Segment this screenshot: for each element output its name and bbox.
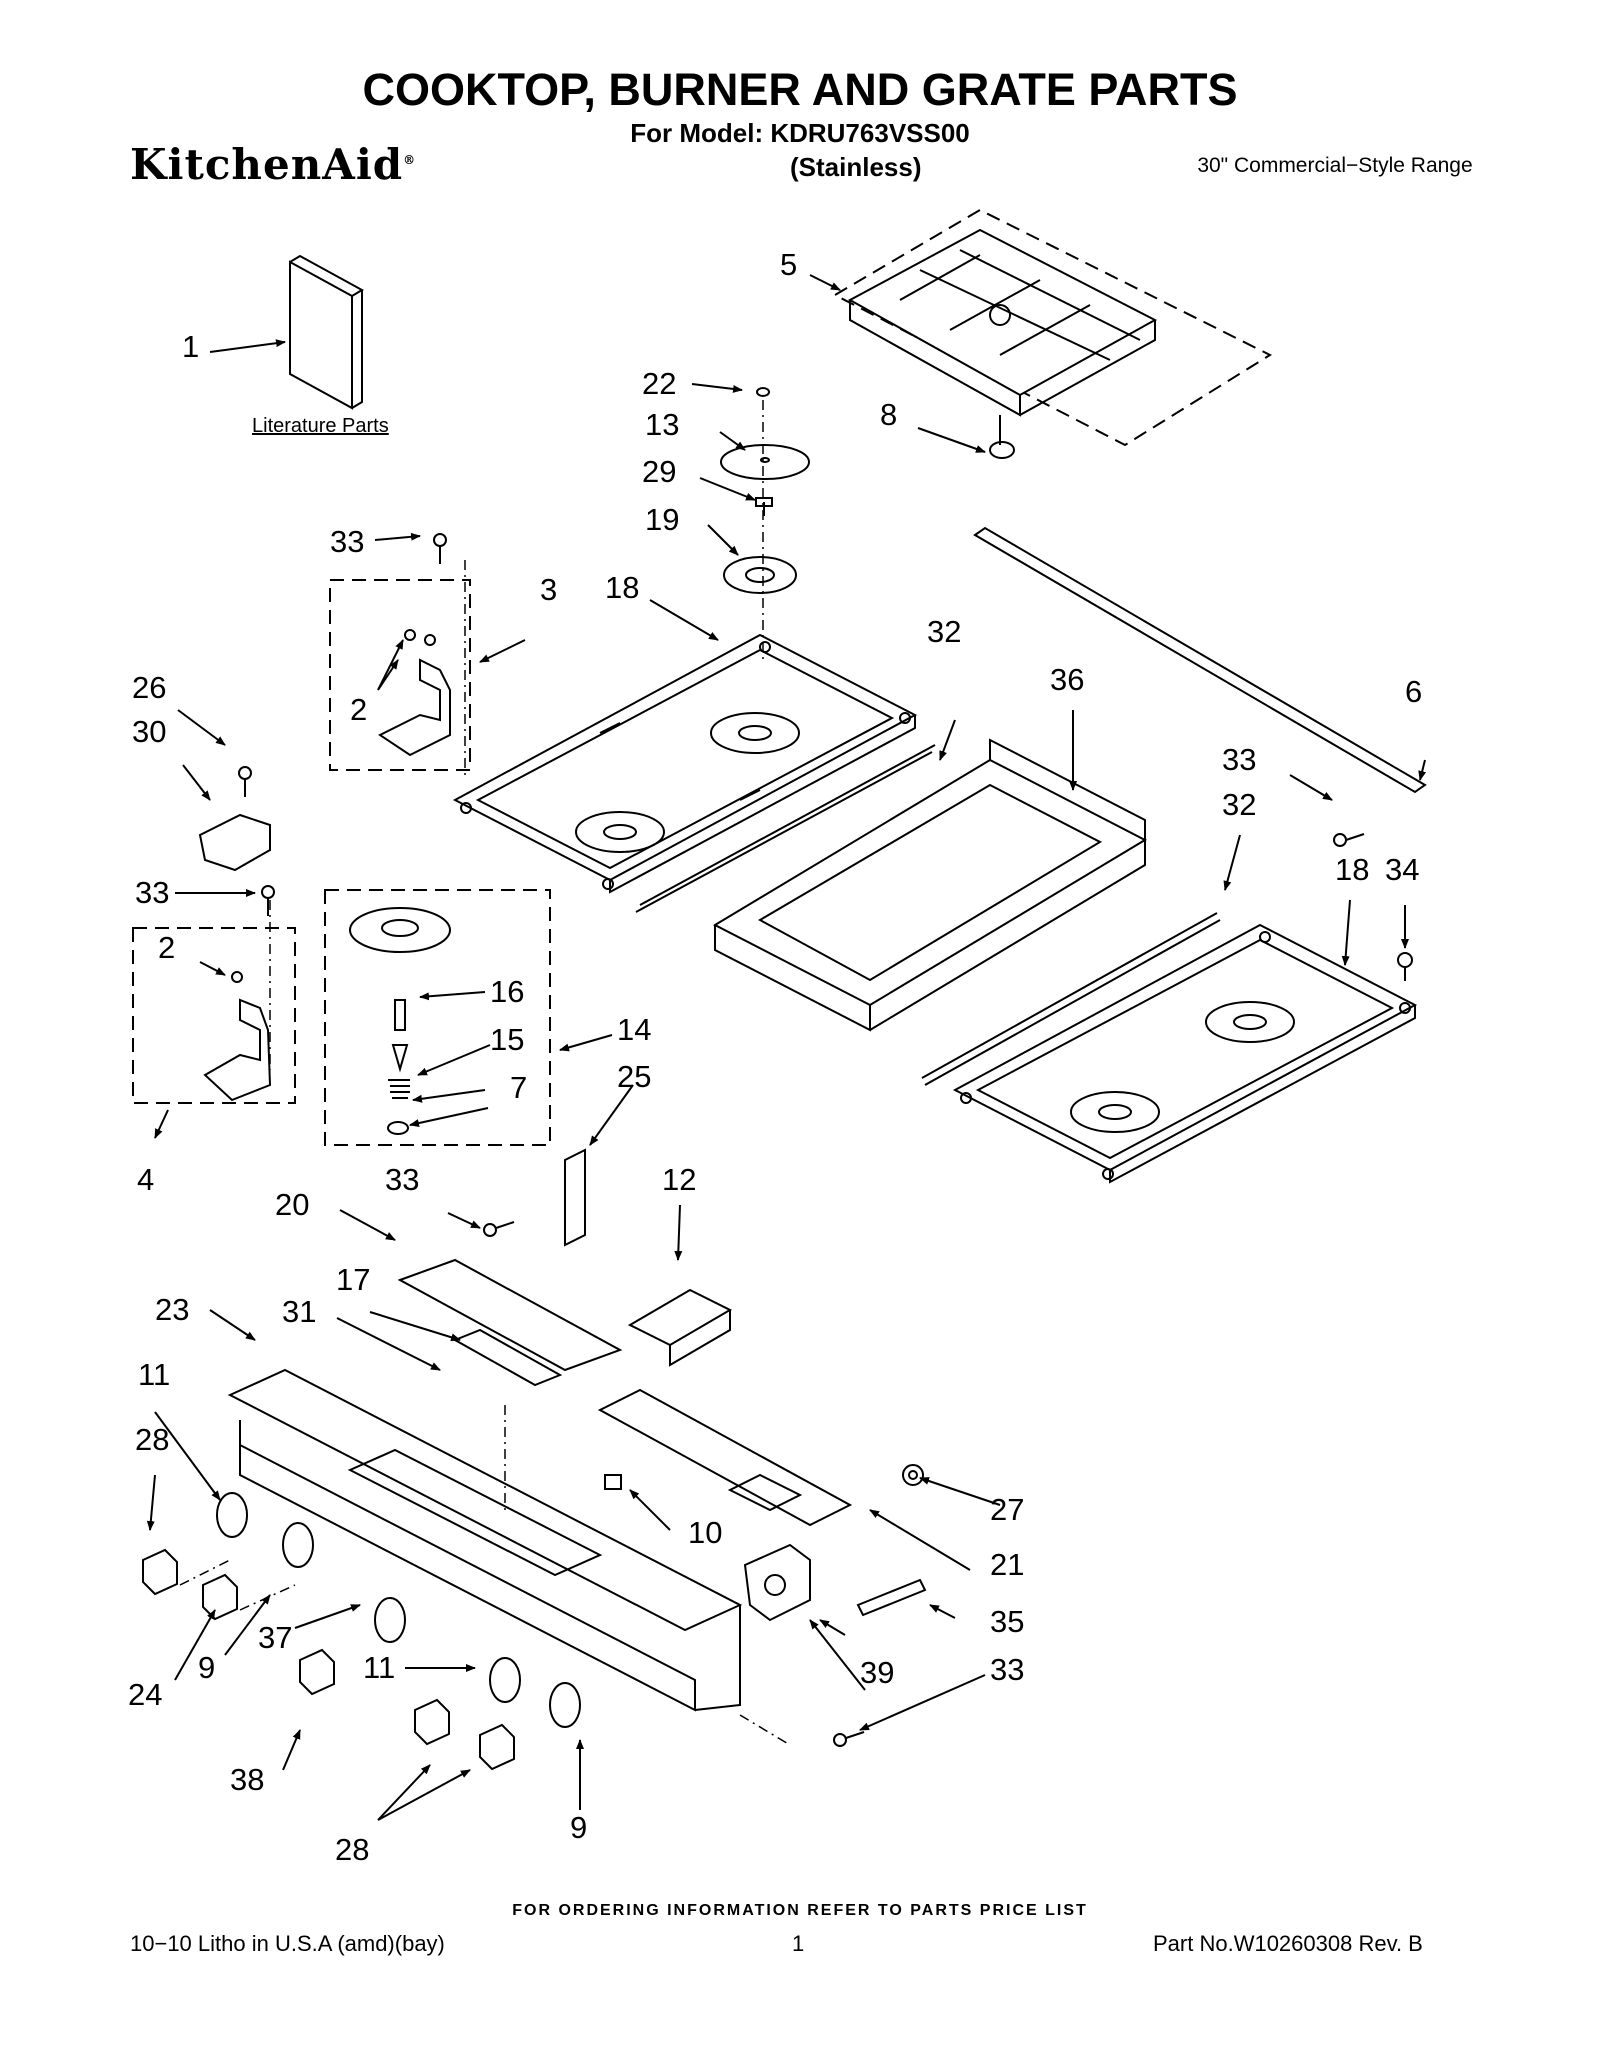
callout-38: 38 (230, 1762, 264, 1797)
switch (604, 1474, 622, 1490)
callout-labels: 1 22 13 29 19 5 8 33 3 18 32 2 26 30 36 … (128, 247, 1422, 1867)
callout-7: 7 (510, 1070, 527, 1105)
callout-8: 8 (880, 397, 897, 432)
literature-parts-label: Literature Parts (252, 415, 389, 437)
gasket (198, 813, 271, 872)
burner-cap (720, 387, 810, 480)
litho-info: 10−10 Litho in U.S.A (amd)(bay) (130, 1931, 445, 1956)
valve-box-4 (132, 927, 296, 1104)
callout-23: 23 (155, 1292, 189, 1327)
callout-28: 28 (335, 1832, 369, 1867)
range-type: 30" Commercial−Style Range (1197, 154, 1473, 177)
grommet (902, 1464, 924, 1486)
callout-33: 33 (990, 1652, 1024, 1687)
callout-21: 21 (990, 1547, 1024, 1582)
callout-11: 11 (138, 1357, 170, 1392)
callout-32: 32 (927, 614, 961, 649)
callout-1: 1 (182, 329, 199, 364)
callout-30: 30 (132, 714, 166, 749)
burner-base-box-14 (324, 889, 551, 1146)
spark-module (743, 1543, 811, 1622)
callout-5: 5 (780, 247, 797, 282)
callout-13: 13 (645, 407, 679, 442)
ignition-module-bracket (564, 1148, 586, 1247)
callout-33: 33 (1222, 742, 1256, 777)
callout-9: 9 (570, 1810, 587, 1845)
callout-14: 14 (617, 1012, 651, 1047)
callout-2: 2 (350, 692, 367, 727)
model-finish: (Stainless) (790, 152, 922, 182)
cooktop-tray-left (452, 633, 936, 913)
callout-18: 18 (605, 570, 639, 605)
callout-22: 22 (642, 366, 676, 401)
callout-15: 15 (490, 1022, 524, 1057)
brand-name: KitchenAid (130, 140, 404, 189)
callout-9: 9 (198, 1650, 215, 1685)
callout-20: 20 (275, 1187, 309, 1222)
callout-6: 6 (1405, 674, 1422, 709)
callout-25: 25 (617, 1059, 651, 1094)
callout-37: 37 (258, 1620, 292, 1655)
shield-bracket (627, 1288, 733, 1367)
griddle (712, 738, 1148, 1032)
callout-31: 31 (282, 1294, 316, 1329)
literature-booklet (289, 254, 365, 410)
alignment-lines (179, 400, 791, 1746)
burner-head (723, 497, 797, 594)
callout-33: 33 (330, 524, 364, 559)
page-number: 1 (792, 1931, 805, 1956)
callout-24: 24 (128, 1677, 162, 1712)
bracket (856, 1578, 927, 1617)
callout-29: 29 (642, 454, 676, 489)
callout-18: 18 (1335, 852, 1369, 887)
cooktop-tray-right (921, 912, 1418, 1184)
callout-34: 34 (1385, 852, 1419, 887)
support-bracket (597, 1388, 853, 1527)
screws (238, 533, 1413, 1747)
control-panel-housing (227, 1368, 743, 1712)
burner-grate (832, 208, 1273, 459)
brand-logo: KitchenAid® (130, 140, 417, 189)
part-number: Part No.W10260308 Rev. B (1153, 1931, 1423, 1956)
callout-10: 10 (688, 1515, 722, 1550)
callout-28: 28 (135, 1422, 169, 1457)
callout-11: 11 (363, 1650, 395, 1685)
control-overlay (397, 1258, 623, 1387)
callout-16: 16 (490, 974, 524, 1009)
model-number: For Model: KDRU763VSS00 (630, 118, 970, 148)
valve-box-3 (329, 579, 471, 771)
callout-39: 39 (860, 1655, 894, 1690)
callout-33: 33 (135, 875, 169, 910)
callout-27: 27 (990, 1492, 1024, 1527)
knobs-and-bezels (142, 1492, 581, 1771)
callout-12: 12 (662, 1162, 696, 1197)
callout-4: 4 (137, 1162, 154, 1197)
page-title: COOKTOP, BURNER AND GRATE PARTS (362, 64, 1238, 115)
callout-17: 17 (336, 1262, 370, 1297)
trim-strip (973, 526, 1427, 794)
leader-arrows (146, 274, 1427, 1821)
callout-19: 19 (645, 502, 679, 537)
callout-36: 36 (1050, 662, 1084, 697)
ordering-info: FOR ORDERING INFORMATION REFER TO PARTS … (512, 1902, 1088, 1919)
callout-26: 26 (132, 670, 166, 705)
callout-2: 2 (158, 930, 175, 965)
callout-33: 33 (385, 1162, 419, 1197)
callout-3: 3 (540, 572, 557, 607)
callout-32: 32 (1222, 787, 1256, 822)
callout-35: 35 (990, 1604, 1024, 1639)
